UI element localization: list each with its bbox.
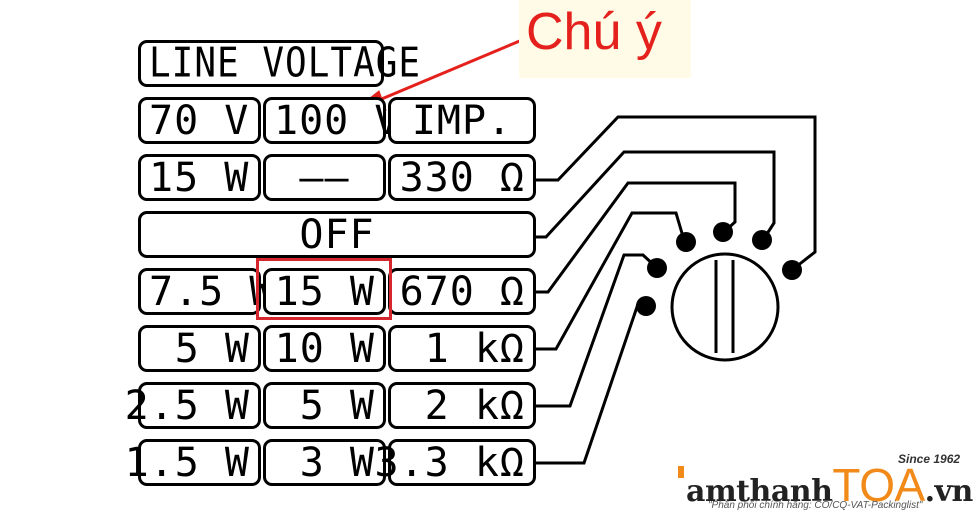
logo-mark-icon xyxy=(678,466,684,478)
line-voltage-title: LINE VOLTAGE xyxy=(138,40,420,87)
rotary-switch-knob xyxy=(670,252,780,362)
cell-70v-row3: 7.5 W xyxy=(138,268,273,315)
wire-670 xyxy=(536,181,737,294)
header-100v: 100 V xyxy=(263,97,398,144)
cell-imp-row6: 3.3 kΩ xyxy=(375,439,536,486)
terminal-dot xyxy=(752,230,772,250)
wire-2k xyxy=(536,253,658,408)
wire-off xyxy=(536,150,776,241)
cell-imp-row1: 330 Ω xyxy=(388,154,536,201)
terminal-dot xyxy=(647,258,667,278)
logo-brand: amthanhTOA.vn xyxy=(686,459,973,511)
header-70v: 70 V xyxy=(138,97,261,144)
logo-since: Since 1962 xyxy=(898,452,961,466)
note-label: Chú ý xyxy=(526,3,662,61)
cell-imp-row3: 670 Ω xyxy=(388,268,536,315)
wire-330 xyxy=(536,115,817,272)
cell-100v-row1: —— xyxy=(263,154,386,201)
cell-70v-row1: 15 W xyxy=(138,154,261,201)
wire-1k xyxy=(536,211,686,351)
note-background xyxy=(519,0,691,78)
header-imp: IMP. xyxy=(388,97,536,144)
cell-100v-row4: 10 W xyxy=(263,325,386,372)
cell-100v-row5: 5 W xyxy=(263,382,386,429)
cell-off: OFF xyxy=(138,211,536,258)
terminal-dot xyxy=(636,296,656,316)
cell-imp-row5: 2 kΩ xyxy=(388,382,536,429)
cell-70v-row5: 2.5 W xyxy=(125,382,261,429)
logo-tagline: "Phân phối chính hãng: CO/CQ-VAT-Packing… xyxy=(708,500,923,511)
watermark-logo: amthanhTOA.vn Since 1962 "Phân phối chín… xyxy=(678,448,973,522)
cell-100v-row3: 15 W xyxy=(263,268,386,315)
title-text: LINE VOLTAGE xyxy=(149,39,422,88)
cell-70v-row4: 5 W xyxy=(138,325,261,372)
terminal-dot xyxy=(782,260,802,280)
terminal-dot xyxy=(713,222,733,242)
terminal-dot xyxy=(676,232,696,252)
cell-70v-row6: 1.5 W xyxy=(125,439,261,486)
wire-3k xyxy=(536,302,646,465)
highlight-box xyxy=(256,258,392,320)
cell-imp-row4: 1 kΩ xyxy=(388,325,536,372)
cell-100v-row6: 3 W xyxy=(263,439,386,486)
